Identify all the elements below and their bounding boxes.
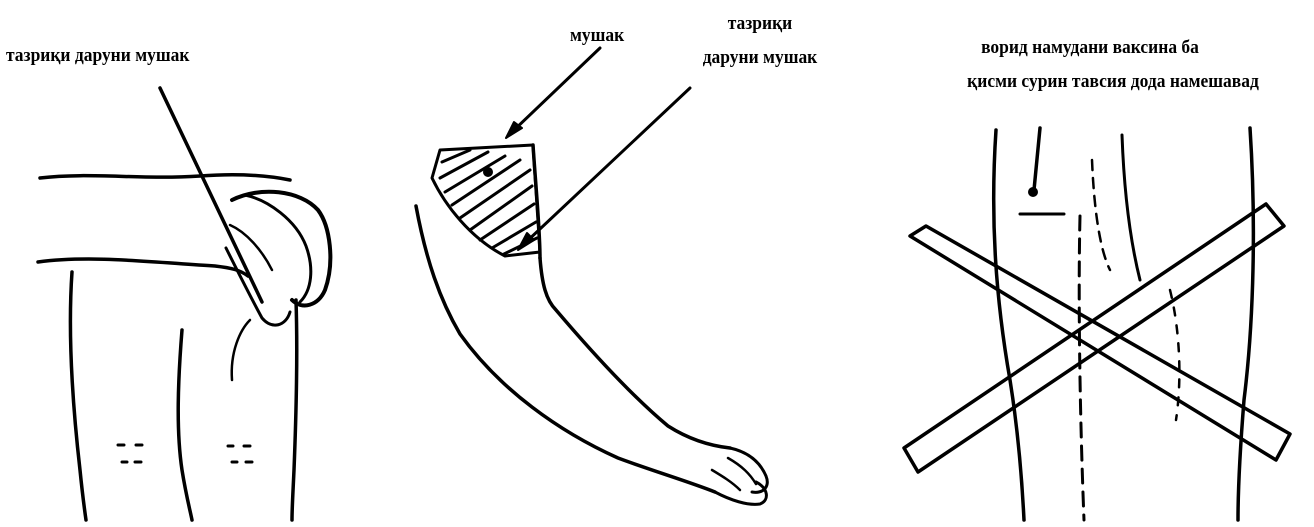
middle-injection-label-line2: даруни мушак — [686, 46, 833, 70]
left-intramuscular-injection-label: тазриқи даруни мушак — [6, 44, 189, 68]
muscle-label: мушак — [570, 24, 624, 48]
arm-drawing — [416, 48, 767, 504]
middle-injection-label-line1: тазриқи — [686, 12, 833, 36]
buttock-drawing — [904, 128, 1290, 520]
thigh-with-hand-drawing — [38, 88, 330, 520]
warning-line2: қисми сурин тавсия дода намешавад — [934, 70, 1293, 94]
warning-line1: ворид намудани ваксина ба — [943, 36, 1237, 60]
